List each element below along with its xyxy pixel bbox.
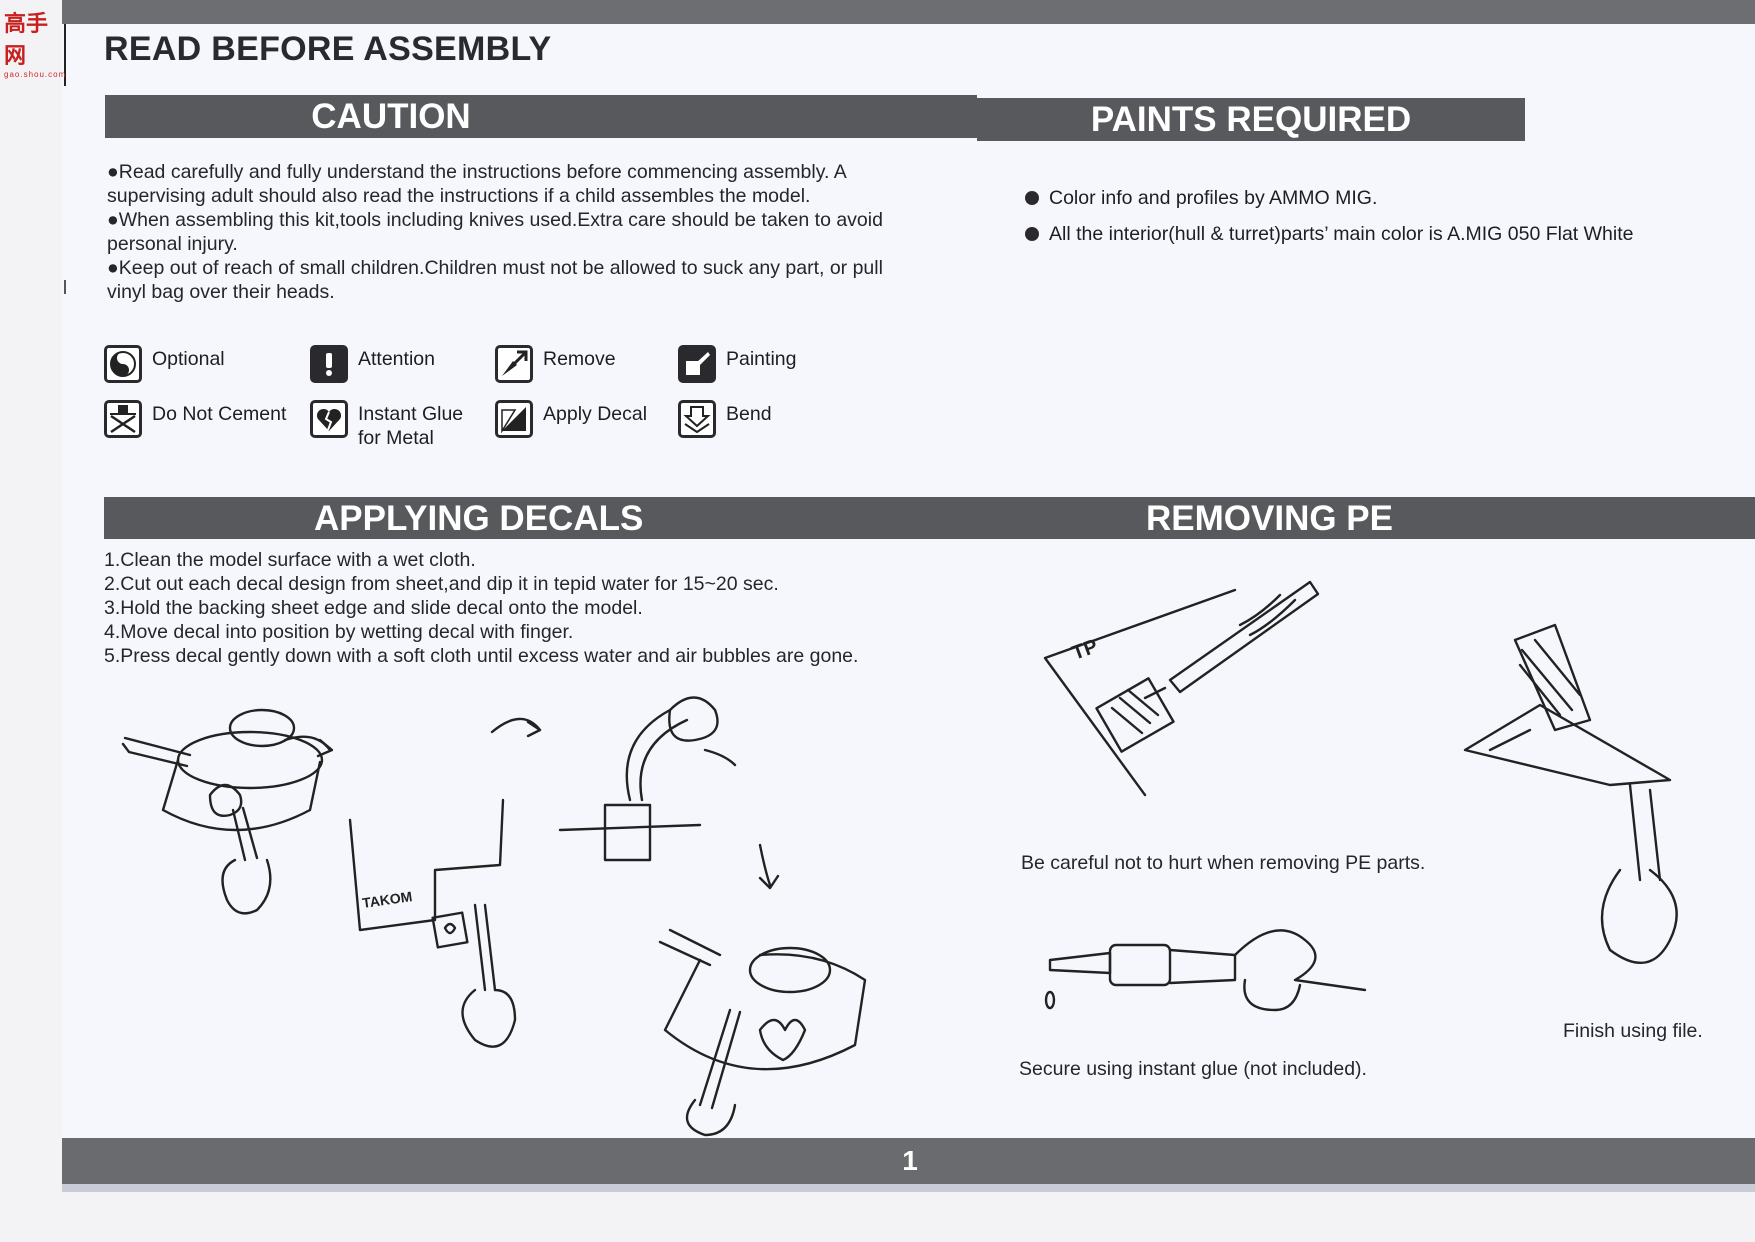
exclamation-icon bbox=[310, 345, 348, 383]
caption-glue: Secure using instant glue (not included)… bbox=[1019, 1058, 1367, 1080]
arrow-illustration bbox=[758, 843, 780, 890]
broken-heart-icon bbox=[310, 400, 348, 438]
paints-list: Color info and profiles by AMMO MIG. All… bbox=[1025, 180, 1633, 252]
decal-step: 5.Press decal gently down with a soft cl… bbox=[104, 645, 859, 667]
caution-heading: CAUTION bbox=[311, 97, 471, 136]
removing-pe-heading: REMOVING PE bbox=[1146, 499, 1393, 538]
spine-mark bbox=[64, 24, 66, 86]
sheet-label: TAKOM bbox=[361, 888, 413, 911]
turret-wipe-illustration bbox=[121, 708, 324, 915]
legend-bend: Bend bbox=[678, 400, 772, 438]
turret-decal-illustration bbox=[658, 928, 867, 1137]
caution-text: ●Read carefully and fully understand the… bbox=[107, 160, 887, 304]
pe-file-illustration bbox=[1463, 623, 1678, 964]
legend-attention: Attention bbox=[310, 345, 435, 383]
caption-careful: Be careful not to hurt when removing PE … bbox=[1021, 852, 1426, 874]
caution-paragraph: ●When assembling this kit,tools includin… bbox=[107, 209, 883, 255]
decal-step: 2.Cut out each decal design from sheet,a… bbox=[104, 573, 779, 595]
bullet-icon bbox=[1025, 191, 1039, 205]
decal-sheet-illustration: TAKOM bbox=[348, 798, 517, 1048]
bottom-band bbox=[62, 1138, 1755, 1184]
yin-yang-icon bbox=[104, 345, 142, 383]
decals-header: APPLYING DECALS bbox=[104, 497, 1755, 539]
legend-painting: Painting bbox=[678, 345, 796, 383]
caution-header: CAUTION bbox=[105, 95, 977, 138]
page-number: 1 bbox=[902, 1145, 918, 1176]
bottom-strip bbox=[62, 1184, 1755, 1192]
manual-page bbox=[62, 0, 1755, 1190]
logo-main: 高手网 bbox=[4, 11, 49, 68]
caution-paragraph: ●Read carefully and fully understand the… bbox=[107, 161, 846, 207]
top-band bbox=[62, 0, 1755, 24]
decals-heading: APPLYING DECALS bbox=[314, 499, 644, 538]
decal-corner-icon bbox=[495, 400, 533, 438]
water-dip-illustration bbox=[558, 696, 737, 862]
caution-paragraph: ●Keep out of reach of small children.Chi… bbox=[107, 257, 883, 303]
decal-step: 4.Move decal into position by wetting de… bbox=[104, 621, 574, 643]
paint-brush-icon bbox=[678, 345, 716, 383]
paints-header: PAINTS REQUIRED bbox=[977, 98, 1525, 141]
paint-item: Color info and profiles by AMMO MIG. bbox=[1025, 180, 1633, 216]
legend-remove: Remove bbox=[495, 345, 616, 383]
logo-sub: gao.shou.com bbox=[4, 70, 67, 79]
paint-item: All the interior(hull & turret)parts’ ma… bbox=[1025, 216, 1633, 252]
page-title: READ BEFORE ASSEMBLY bbox=[104, 30, 552, 68]
arrow-illustration bbox=[283, 735, 334, 758]
legend-optional: Optional bbox=[104, 345, 225, 383]
legend-do-not-cement: Do Not Cement bbox=[104, 400, 286, 438]
bullet-icon bbox=[1025, 227, 1039, 241]
instant-glue-illustration bbox=[1044, 929, 1367, 1012]
legend-apply-decal: Apply Decal bbox=[495, 400, 647, 438]
decal-step: 3.Hold the backing sheet edge and slide … bbox=[104, 597, 643, 619]
cross-box-icon bbox=[104, 400, 142, 438]
bend-arrow-icon bbox=[678, 400, 716, 438]
caption-file: Finish using file. bbox=[1563, 1020, 1703, 1042]
arrow-illustration bbox=[490, 717, 542, 738]
watermark-logo: 高手网 gao.shou.com bbox=[4, 6, 68, 79]
decal-steps: 1.Clean the model surface with a wet clo… bbox=[104, 548, 924, 668]
decal-step: 1.Clean the model surface with a wet clo… bbox=[104, 549, 476, 571]
pe-cutting-illustration: TP bbox=[1043, 580, 1320, 797]
paints-heading: PAINTS REQUIRED bbox=[1090, 100, 1412, 139]
cutter-icon bbox=[495, 345, 533, 383]
spine-mark-small bbox=[64, 280, 66, 294]
